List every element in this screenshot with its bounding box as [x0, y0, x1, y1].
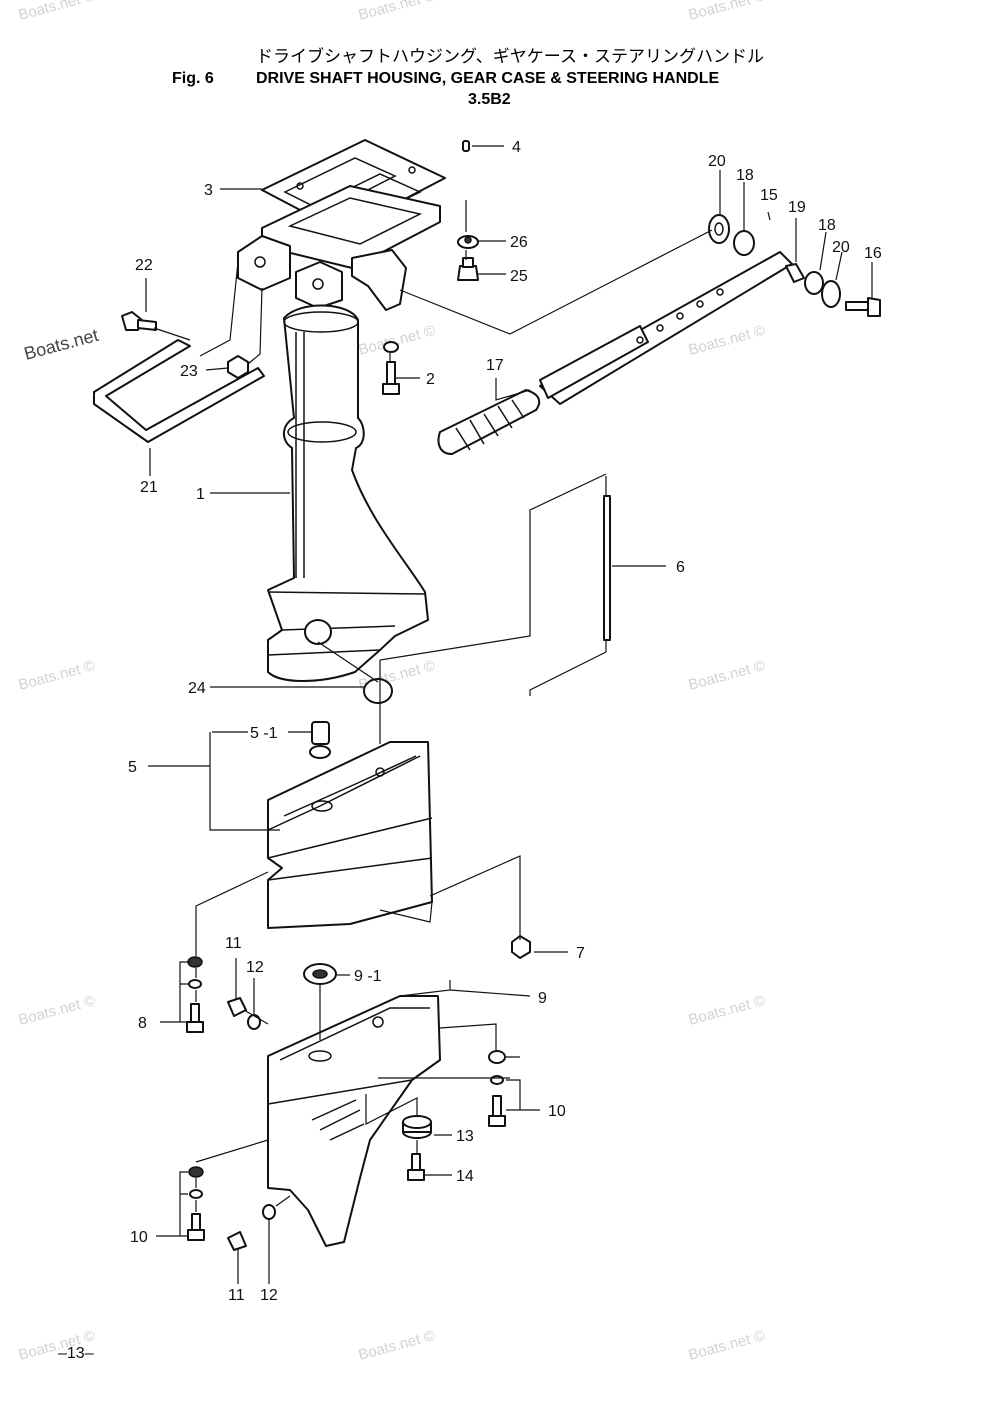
callout-21: 21 [140, 479, 158, 496]
watermark: Boats.net © [687, 1327, 767, 1364]
callout-14: 14 [456, 1168, 474, 1185]
washer-12b [262, 1204, 276, 1220]
housing-top-mount [237, 185, 441, 311]
callout-5-1: 5 -1 [250, 725, 278, 742]
watermark: Boats.net © [687, 657, 767, 694]
bolt-set-10b [187, 1166, 205, 1241]
watermark: Boats.net © [687, 322, 767, 359]
callout-9: 9 [538, 990, 547, 1007]
callout-11a: 11 [225, 935, 242, 952]
callout-12b: 12 [260, 1287, 278, 1304]
callout-13: 13 [456, 1128, 474, 1145]
rubber-damper [402, 1115, 432, 1139]
callout-24: 24 [188, 680, 206, 697]
side-watermark: Boats.net [22, 325, 101, 364]
callout-26: 26 [510, 234, 528, 251]
watermark: Boats.net © [357, 0, 437, 24]
callout-12a: 12 [246, 959, 264, 976]
washer-20a [708, 214, 730, 244]
callout-7: 7 [576, 945, 585, 962]
callout-2: 2 [426, 371, 435, 388]
title-japanese: ドライブシャフトハウジング、ギヤケース・ステアリングハンドル [256, 46, 764, 67]
bolt-16 [845, 297, 881, 317]
callout-11b: 11 [228, 1287, 245, 1304]
bolt-set-8 [186, 956, 204, 1033]
nut-23 [227, 355, 249, 379]
grommet [457, 235, 479, 249]
callout-22: 22 [135, 257, 153, 274]
watermark: Boats.net © [17, 992, 97, 1029]
collar-19 [785, 263, 805, 283]
callout-3: 3 [204, 182, 213, 199]
bolt-22 [121, 311, 157, 331]
watermark: Boats.net © [357, 1327, 437, 1364]
callout-17: 17 [486, 357, 504, 374]
callout-20a: 20 [708, 153, 726, 170]
callout-5: 5 [128, 759, 137, 776]
bolt-2 [382, 341, 400, 395]
callout-18b: 18 [818, 217, 836, 234]
washer-18a [733, 230, 755, 256]
header: ドライブシャフトハウジング、ギヤケース・ステアリングハンドル Fig. 6 DR… [172, 46, 764, 108]
oil-seal [303, 963, 337, 985]
nut-7 [511, 935, 531, 959]
model-label: 3.5B2 [468, 91, 511, 108]
stay [93, 339, 265, 443]
callouts: 3 4 1 2 26 25 22 23 21 17 20 18 15 19 18… [128, 139, 882, 1304]
watermark: Boats.net © [17, 0, 97, 24]
callout-9-1: 9 -1 [354, 968, 382, 985]
dowel-pin [462, 140, 470, 152]
stud-bolt [603, 495, 611, 641]
callout-15: 15 [760, 187, 778, 204]
bolt-25 [457, 257, 479, 281]
callout-16: 16 [864, 245, 882, 262]
washer-12a [247, 1014, 261, 1030]
page-number: –13– [58, 1345, 94, 1362]
callout-8: 8 [138, 1015, 147, 1032]
washer-20b [821, 280, 841, 308]
watermark: Boats.net © [357, 322, 437, 359]
watermark: Boats.net © [687, 992, 767, 1029]
screw-11b [227, 1231, 247, 1251]
lower-gear-case [267, 995, 441, 1247]
fig-label: Fig. 6 [172, 70, 214, 87]
callout-25: 25 [510, 268, 528, 285]
callout-20b: 20 [832, 239, 850, 256]
screw-11a [227, 997, 247, 1017]
callout-18a: 18 [736, 167, 754, 184]
leader-lines [145, 145, 873, 1284]
drive-shaft-housing [267, 304, 429, 682]
callout-10a: 10 [548, 1103, 566, 1120]
upper-casing [267, 721, 433, 929]
bolt-set-10a [488, 1050, 506, 1127]
callout-6: 6 [676, 559, 685, 576]
callout-4: 4 [512, 139, 521, 156]
plug [363, 678, 393, 704]
callout-10b: 10 [130, 1229, 148, 1246]
callout-1: 1 [196, 486, 205, 503]
watermark: Boats.net © [17, 657, 97, 694]
washer-18b [804, 271, 824, 295]
bolt-14 [407, 1153, 425, 1181]
callout-23: 23 [180, 363, 198, 380]
callout-19: 19 [788, 199, 806, 216]
watermark: Boats.net © [687, 0, 767, 24]
grip [437, 389, 541, 455]
title-english: DRIVE SHAFT HOUSING, GEAR CASE & STEERIN… [256, 70, 719, 87]
assembly-lines [153, 200, 771, 1212]
